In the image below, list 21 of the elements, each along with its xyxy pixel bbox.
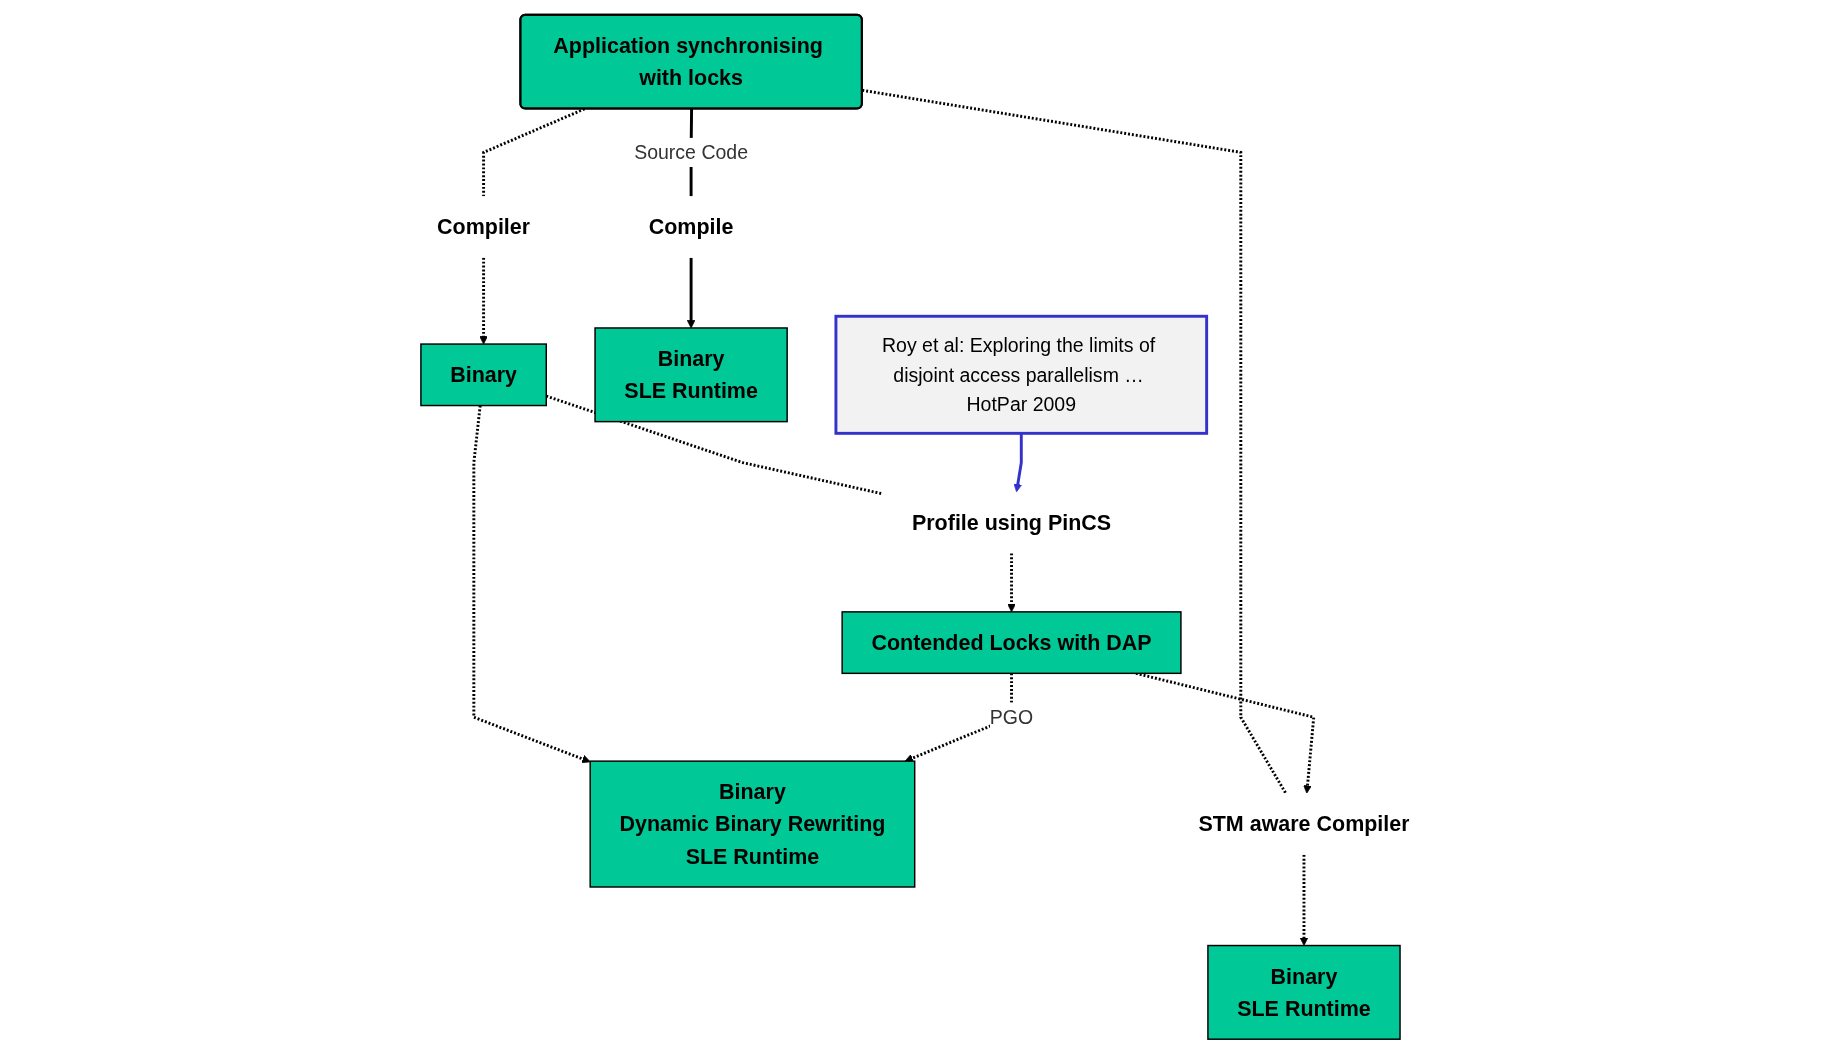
edge-label: PGO [990, 706, 1034, 728]
connector [482, 107, 586, 196]
node-box: Binary SLE Runtime [594, 326, 789, 422]
arrow [1007, 552, 1016, 612]
node-box: Binary SLE Runtime [1207, 944, 1401, 1040]
node-text: Compiler [437, 214, 531, 239]
node-box: Contended Locks with DAP [841, 610, 1182, 674]
connector [546, 394, 884, 495]
node-box: Roy et al: Exploring the limits of disjoint access parallelism … HotPar 2009 [834, 314, 1209, 435]
arrow [1013, 432, 1023, 492]
edge-label: Source Code [634, 141, 749, 163]
node-box: Binary Dynamic Binary Rewriting SLE Runtime [589, 759, 916, 888]
node-box: Binary [420, 342, 548, 406]
node-text: Compile [648, 214, 734, 239]
node-text: Profile using PinCS [912, 509, 1112, 535]
arrow [472, 404, 591, 763]
node-text: STM aware Compiler [1198, 811, 1410, 836]
arrow [1135, 671, 1316, 794]
arrow [479, 257, 489, 344]
arrow [687, 257, 696, 328]
arrow [1299, 854, 1309, 946]
